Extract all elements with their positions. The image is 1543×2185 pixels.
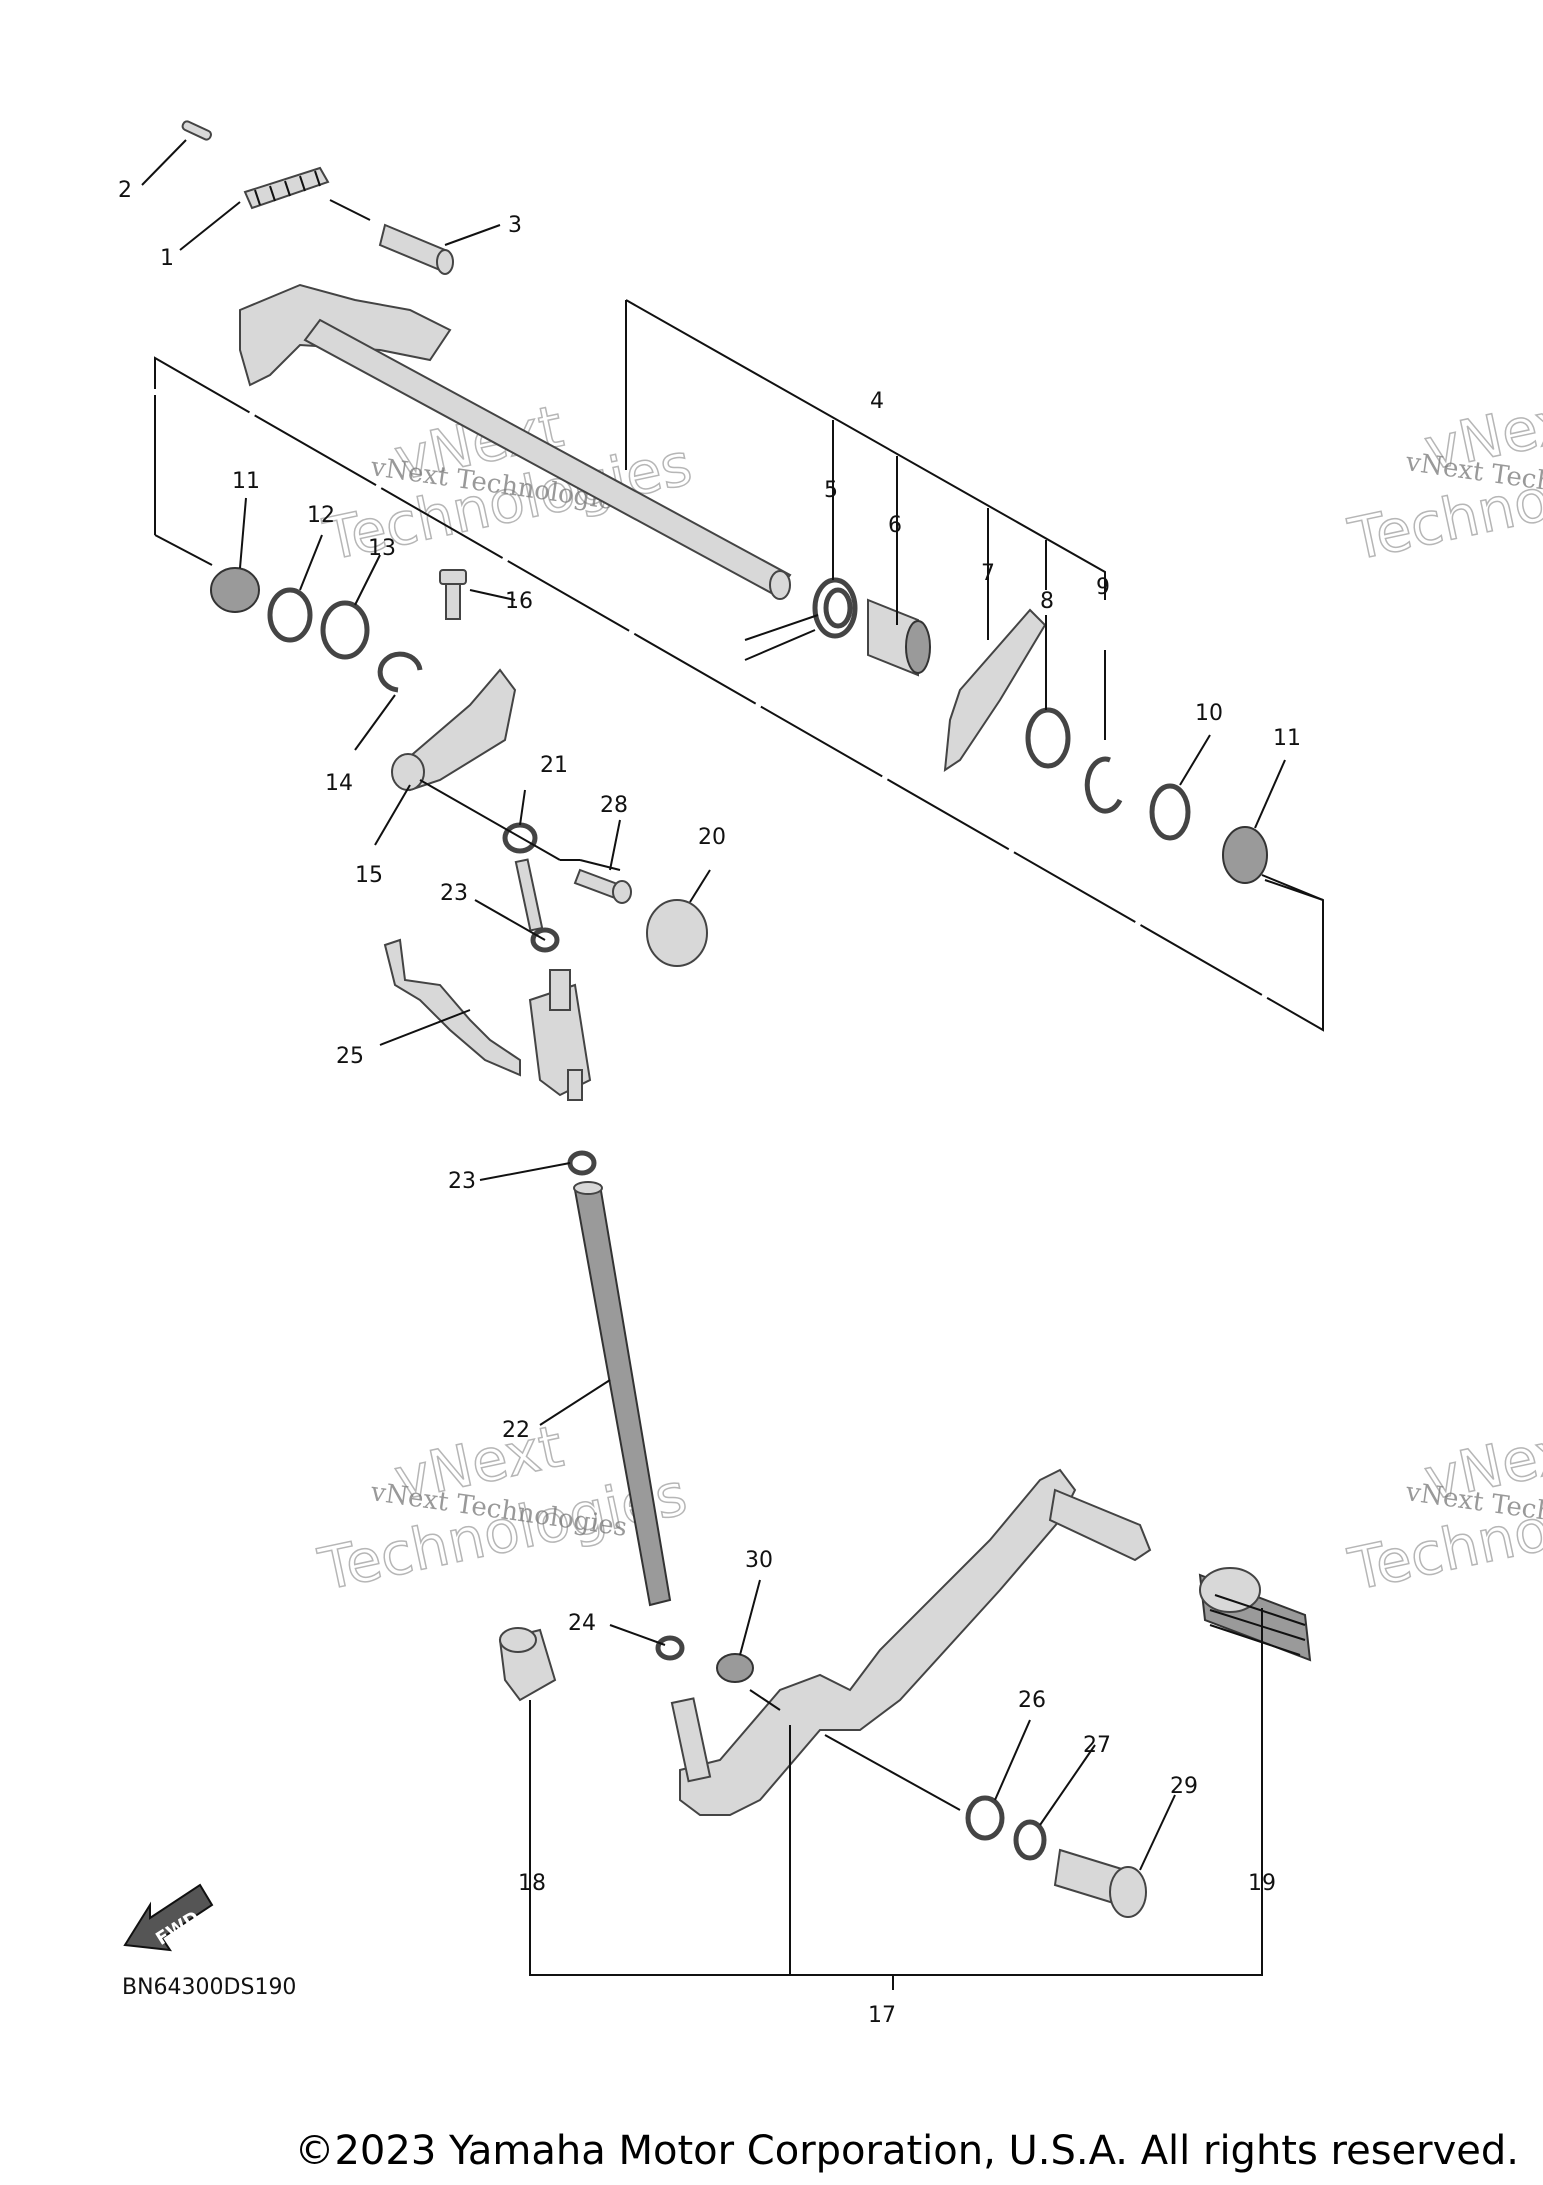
assembly-outline-right [1261,874,1324,1030]
callout-4: 4 [870,389,884,414]
callout-26: 26 [1018,1688,1046,1713]
callout-23-lower: 23 [448,1169,476,1194]
part-15-shift-arm [391,668,517,792]
part-25-shift-switch [383,938,592,1101]
callout-17: 17 [868,2003,896,2028]
part-2-pin [181,120,212,141]
part-27-washer [1013,1819,1047,1861]
part-24-nut [655,1635,685,1661]
part-30-washer [716,1653,754,1683]
part-rod-end-thread [514,858,544,932]
callout-21: 21 [540,753,568,778]
part-12-washer [267,587,313,643]
callout-13: 13 [368,536,396,561]
callout-5: 5 [824,478,838,503]
callout-25: 25 [336,1044,364,1069]
callout-29: 29 [1170,1774,1198,1799]
callout-30: 30 [745,1548,773,1573]
part-18-pivot [498,1627,557,1702]
part-5-torsion-spring [744,577,858,661]
callout-8: 8 [1040,589,1054,614]
part-1-spring [243,166,330,210]
watermark-mid-right: vNext Technologies vNext Technologies [1342,1411,1543,1604]
callout-10: 10 [1195,701,1223,726]
part-3-collar [378,223,454,275]
callout-18: 18 [518,1871,546,1896]
part-11-oil-seal-left [210,567,260,613]
callout-28: 28 [600,793,628,818]
callout-12: 12 [307,503,335,528]
callout-14: 14 [325,771,353,796]
fwd-arrow-icon: FWD [123,1883,214,1952]
part-11-oil-seal-right [1222,826,1268,884]
callout-19: 19 [1248,1871,1276,1896]
part-29-bolt [1053,1848,1147,1918]
part-16-bolt [439,569,467,620]
callout-22: 22 [502,1418,530,1443]
part-7-lever-plate [943,608,1047,773]
callout-6: 6 [888,513,902,538]
callout-9: 9 [1096,575,1110,600]
callout-27: 27 [1083,1733,1111,1758]
part-14-circlip [377,651,423,693]
part-shift-shaft [239,283,792,600]
callout-16: 16 [505,589,533,614]
part-19-peg-rubber [1198,1567,1312,1662]
group-17-bracket [529,1608,1263,1990]
callout-20: 20 [698,825,726,850]
callout-11-right: 11 [1273,726,1301,751]
assembly-outline [154,356,1324,1032]
part-26-washer [965,1795,1005,1841]
part-23-nut-lower [567,1150,597,1176]
leader-lines [141,139,1286,1871]
callout-3: 3 [508,213,522,238]
part-17-shift-pedal [670,1468,1152,1816]
callout-7: 7 [981,561,995,586]
callout-2: 2 [118,178,132,203]
callout-11-left: 11 [232,469,260,494]
callout-1: 1 [160,246,174,271]
watermark-top-right: vNext Technologies vNext Technologies [1342,381,1543,574]
callout-15: 15 [355,863,383,888]
group-4-bracket [625,299,1106,628]
part-6-bushing [867,598,931,677]
part-10-washer [1149,783,1191,841]
part-23-nut-upper [530,927,560,953]
part-13-washer [320,600,370,660]
copyright-notice: ©2023 Yamaha Motor Corporation, U.S.A. A… [294,2128,1519,2174]
diagram-code: BN64300DS190 [122,1975,296,2000]
callouts: 2 1 3 4 5 6 7 8 9 10 11 11 12 13 14 15 1… [118,178,1301,2028]
part-28-bolt [573,868,632,904]
part-9-circlip [1084,756,1123,814]
part-22-shift-rod [573,1181,672,1607]
callout-23-upper: 23 [440,881,468,906]
part-8-washer [1025,707,1071,769]
callout-24: 24 [568,1611,596,1636]
part-20-cap [646,899,708,967]
